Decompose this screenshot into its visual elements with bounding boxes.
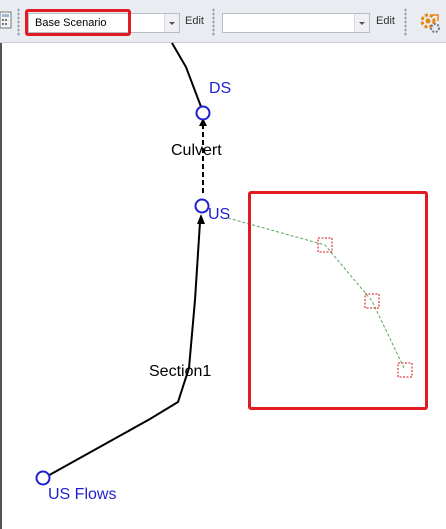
node-us-label[interactable]: US <box>208 206 231 223</box>
scenario-value: Base Scenario <box>35 17 107 29</box>
scenario-dropdown[interactable]: Base Scenario <box>28 13 180 33</box>
toolbar-separator <box>17 8 20 36</box>
chevron-down-icon[interactable] <box>164 14 179 32</box>
node-us-flows-marker[interactable] <box>35 470 51 486</box>
handles-highlight <box>248 191 428 410</box>
drawing-canvas[interactable] <box>0 43 446 529</box>
incoming-link-line[interactable] <box>171 42 204 113</box>
culvert-arrowhead <box>199 118 207 126</box>
toolbar-separator <box>404 8 407 36</box>
section1-arrowhead <box>197 214 205 224</box>
scenario-highlight <box>25 9 131 36</box>
guide-line <box>227 217 406 371</box>
node-us-flows-label[interactable]: US Flows <box>48 486 117 503</box>
vertex-handle[interactable] <box>317 237 333 253</box>
section1-label[interactable]: Section1 <box>149 363 212 380</box>
node-ds-marker[interactable] <box>195 105 211 121</box>
vertex-handle[interactable] <box>397 362 413 378</box>
node-ds-label[interactable]: DS <box>209 80 232 97</box>
edit-second-button[interactable]: Edit <box>376 15 395 27</box>
edit-scenario-button[interactable]: Edit <box>185 15 204 27</box>
culvert-label[interactable]: Culvert <box>171 142 222 159</box>
gear-icon[interactable] <box>418 11 442 35</box>
second-dropdown[interactable] <box>222 13 370 33</box>
section1-link-line[interactable] <box>43 221 201 479</box>
toolbar: Base Scenario Edit Edit <box>0 0 446 43</box>
vertex-handle[interactable] <box>364 293 380 309</box>
toolbar-separator <box>212 8 215 36</box>
chevron-down-icon[interactable] <box>354 14 369 32</box>
node-us-marker[interactable] <box>194 198 210 214</box>
calculator-icon[interactable] <box>0 10 14 30</box>
